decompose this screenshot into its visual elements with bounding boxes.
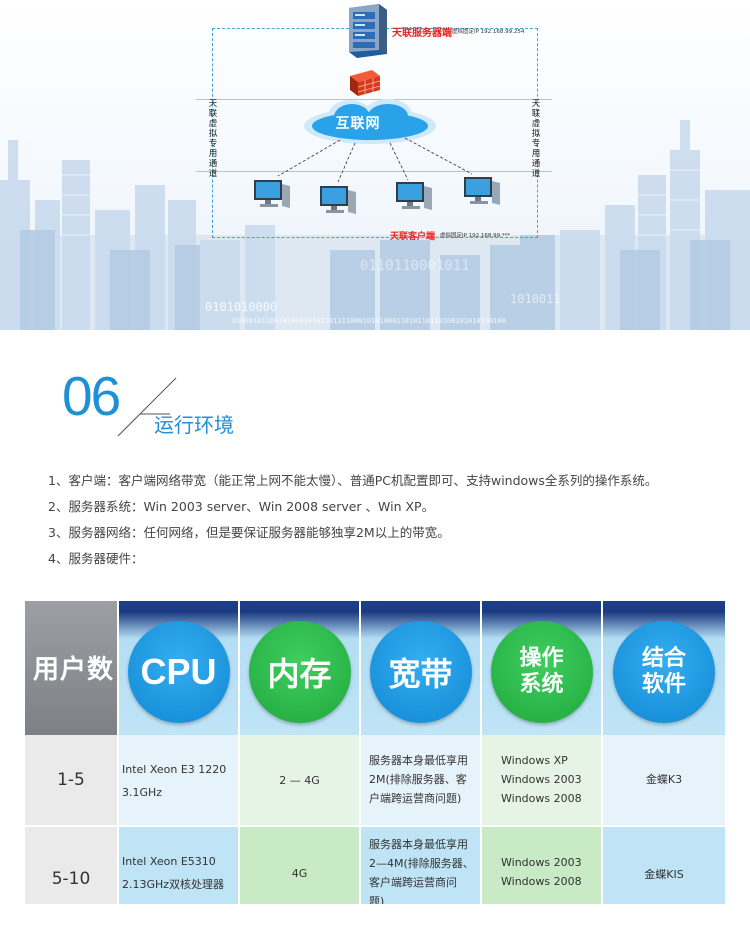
city-skyline-background <box>0 120 750 330</box>
section-number: 06 <box>62 365 121 427</box>
row-2-memory-value: 4G <box>291 867 308 880</box>
row-1-os-line-3: Windows 2008 <box>501 792 582 805</box>
header-os-label-1: 操作 <box>519 646 564 671</box>
row-1-memory-value: 2 — 4G <box>279 774 320 787</box>
row-1-bandwidth-line-1: 服务器本身最低享用 <box>369 754 468 767</box>
binary-text-1: 0101010000 <box>205 300 278 314</box>
row-1-software: 金蝶K3 <box>603 735 725 825</box>
network-diagram: 0101010000 01000101100101000101011011110… <box>0 0 750 330</box>
row-1-cpu: Intel Xeon E3 1220 3.1GHz <box>119 735 238 825</box>
row-2-os: Windows 2003 Windows 2008 <box>482 827 601 904</box>
header-os-badge: 操作 系统 <box>490 621 593 723</box>
requirement-server-os: 2、服务器系统：Win 2003 server、Win 2008 server … <box>48 499 435 514</box>
row-2-os-line-2: Windows 2008 <box>501 875 582 888</box>
connection-lines <box>277 137 473 183</box>
row-1-os-line-1: Windows XP <box>501 754 568 767</box>
row-1-users: 1-5 <box>25 735 117 825</box>
row-1-cpu-line-1: Intel Xeon E3 1220 <box>122 763 227 776</box>
row-2-bandwidth: 服务器本身最低享用 2—4M(排除服务器、 客户端跨运营商问 题) <box>361 827 480 904</box>
header-memory-label: 内存 <box>267 655 332 693</box>
header-cpu: CPU <box>119 601 238 735</box>
client-label: 天联客户端 <box>390 232 436 242</box>
row-2-os-line-1: Windows 2003 <box>501 856 582 869</box>
header-os: 操作 系统 <box>482 601 601 735</box>
firewall-icon <box>350 70 381 96</box>
row-2-cpu-line-1: Intel Xeon E5310 <box>122 855 216 868</box>
row-2-bandwidth-line-2: 2—4M(排除服务器、 <box>369 857 474 870</box>
header-cpu-badge: CPU <box>127 621 230 723</box>
header-software: 结合 软件 <box>603 601 725 735</box>
row-1-bandwidth-line-2: 2M(排除服务器、客 <box>369 773 467 786</box>
row-2-software: 金蝶KIS <box>603 827 725 904</box>
header-memory: 内存 <box>240 601 359 735</box>
row-1-bandwidth: 服务器本身最低享用 2M(排除服务器、客 户端跨运营商问题) <box>361 735 480 825</box>
internet-cloud-icon <box>304 99 436 144</box>
row-1-cpu-line-2: 3.1GHz <box>122 786 163 799</box>
client-computer-icon <box>254 180 290 208</box>
binary-text-3: 0110110001011 <box>360 258 470 274</box>
row-1-os: Windows XP Windows 2003 Windows 2008 <box>482 735 601 825</box>
section-divider-slash <box>117 377 177 437</box>
row-2-bandwidth-line-3: 客户端跨运营商问 <box>369 876 457 889</box>
server-ip: 虚拟固定IP 192.168.99.254 <box>452 29 525 35</box>
binary-text-2: 0100010110010100010101101111000101010001… <box>232 317 506 325</box>
row-2-users: 5-10 <box>25 827 117 904</box>
row-2-memory: 4G <box>240 827 359 904</box>
server-label: 天联服务器端 <box>392 28 452 39</box>
row-1-os-line-2: Windows 2003 <box>501 773 582 786</box>
header-cpu-label: CPU <box>140 651 217 692</box>
vpn-channel-label-right: 天联虚拟专用通道 <box>531 99 541 179</box>
row-1-users-value: 1-5 <box>57 770 85 790</box>
vpn-channel-top-line <box>196 99 552 100</box>
vpn-channel-label-left: 天联虚拟专用通道 <box>208 99 218 179</box>
header-memory-badge: 内存 <box>248 621 351 723</box>
header-bandwidth-badge: 宽带 <box>369 621 472 723</box>
requirement-client: 1、客户端：客户端网络带宽（能正常上网不能太慢）、普通PC机配置即可、支持win… <box>48 473 658 488</box>
vpn-channel-bottom-line <box>196 171 552 172</box>
row-2-software-value: 金蝶KIS <box>644 868 684 881</box>
row-2-bandwidth-line-4: 题) <box>369 895 385 904</box>
row-2-users-value: 5-10 <box>51 869 91 889</box>
binary-text-4: 1010011 <box>510 292 561 306</box>
section-title: 运行环境 <box>154 413 234 437</box>
header-software-label-1: 结合 <box>641 646 686 671</box>
server-icon <box>349 4 387 58</box>
row-2-cpu-line-2: 2.13GHz双核处理器 <box>122 878 225 891</box>
row-2-bandwidth-line-1: 服务器本身最低享用 <box>369 838 468 851</box>
header-users: 用户数 <box>25 601 117 735</box>
client-computer-icon <box>320 186 356 214</box>
row-1-memory: 2 — 4G <box>240 735 359 825</box>
row-1-software-value: 金蝶K3 <box>645 773 683 786</box>
header-bandwidth: 宽带 <box>361 601 480 735</box>
hardware-table: 用户数 CPU 内存 宽带 操作 系统 结合 软件 1-5 Intel Xeon… <box>25 601 725 904</box>
header-bandwidth-label: 宽带 <box>388 655 453 693</box>
client-computer-icon <box>396 182 432 210</box>
client-computer-icon <box>464 177 500 205</box>
row-2-cpu: Intel Xeon E5310 2.13GHz双核处理器 <box>119 827 238 904</box>
client-ip: 虚拟固定IP 192.168.99.*** <box>440 233 511 239</box>
requirement-server-network: 3、服务器网络：任何网络，但是要保证服务器能够独享2M以上的带宽。 <box>48 525 450 540</box>
header-software-badge: 结合 软件 <box>613 621 715 723</box>
requirement-server-hardware: 4、服务器硬件： <box>48 551 144 566</box>
row-1-bandwidth-line-3: 户端跨运营商问题) <box>369 792 462 805</box>
header-software-label-2: 软件 <box>641 672 686 697</box>
internet-label: 互联网 <box>335 116 381 132</box>
header-users-label: 用户数 <box>33 655 115 685</box>
header-os-label-2: 系统 <box>519 672 564 697</box>
